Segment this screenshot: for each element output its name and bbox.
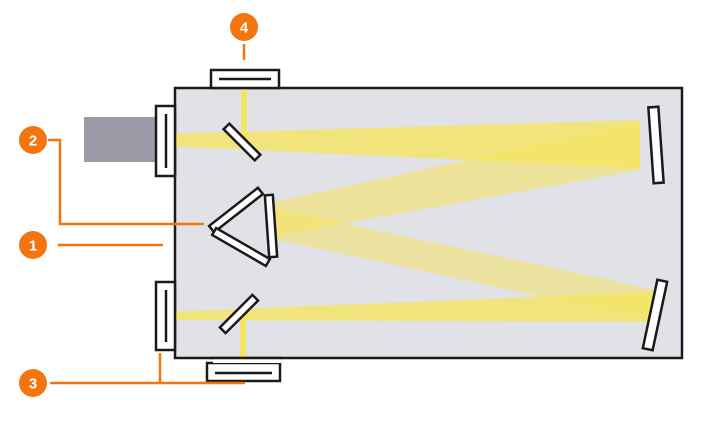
port-left-upper (154, 104, 177, 178)
callout-badge (230, 13, 258, 41)
callout-label: 3 (29, 376, 37, 393)
callout-label: 2 (29, 133, 37, 150)
detector-block-icon (84, 117, 158, 162)
beam-mirror-to-prism (270, 122, 640, 236)
prism-assembly (207, 186, 279, 268)
callout-label: 1 (29, 238, 37, 255)
light-beams (166, 80, 657, 379)
mirror-icon (647, 105, 665, 185)
beam-lower-mirror-to-exit (166, 292, 655, 322)
mirror-icon (641, 278, 669, 352)
port-bottom (205, 356, 282, 383)
leader-line-3 (50, 353, 162, 385)
callout-1: 1 (19, 231, 47, 259)
callout-label: 4 (240, 20, 249, 37)
beam-prism-to-lower-mirror (268, 208, 657, 320)
callout-badge (19, 369, 47, 397)
beam-top-vertical (241, 80, 247, 138)
callout-badge (19, 126, 47, 154)
mirror-icon (218, 293, 260, 335)
mirror-icon (221, 121, 263, 163)
port-left-lower (154, 280, 177, 352)
beam-bottom-vertical (240, 314, 246, 379)
callout-badge (19, 231, 47, 259)
leader-lines (48, 44, 246, 385)
port-top (209, 68, 281, 90)
callout-2: 2 (19, 126, 47, 154)
callout-4: 4 (230, 13, 258, 41)
callout-3: 3 (19, 369, 47, 397)
leader-line-2 (48, 138, 204, 226)
